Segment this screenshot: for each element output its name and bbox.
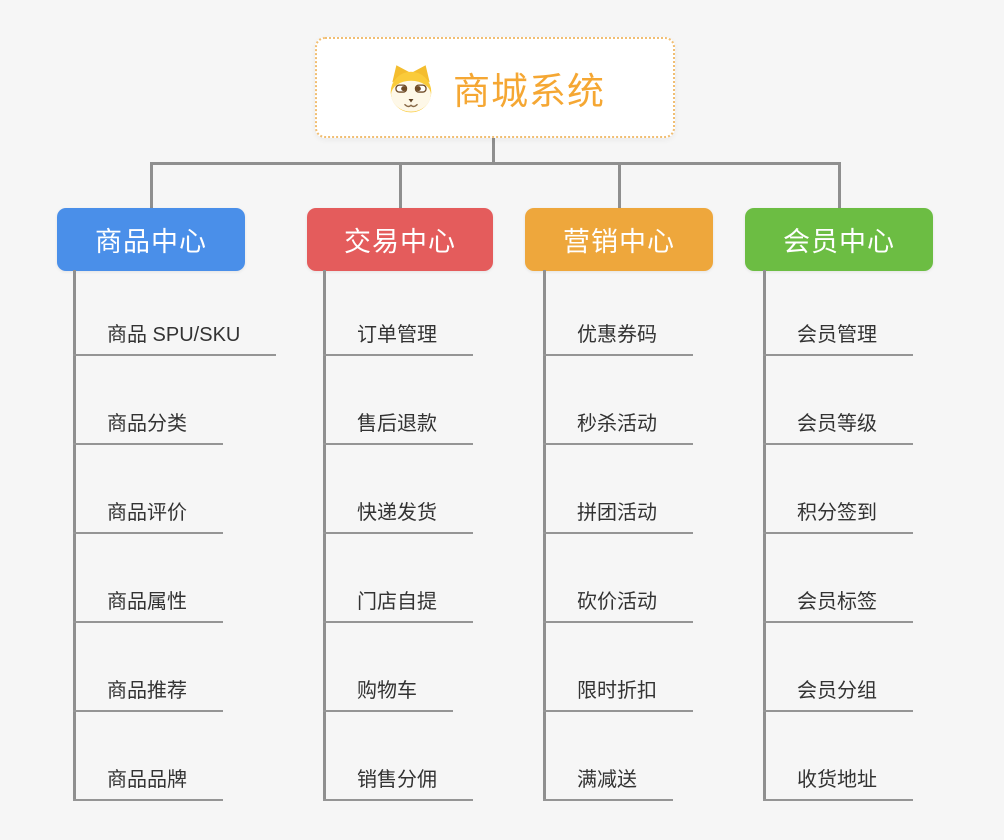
connector-branch-stub: [837, 162, 841, 210]
shiba-dog-icon: [385, 62, 437, 114]
branch-label: 交易中心: [344, 227, 456, 257]
connector-branch-stub: [398, 162, 402, 210]
branch-node[interactable]: 会员中心: [745, 208, 933, 271]
leaf-node[interactable]: 会员等级: [763, 411, 913, 445]
connector-root-stub: [492, 137, 495, 164]
leaf-node[interactable]: 销售分佣: [323, 767, 473, 801]
leaf-node[interactable]: 购物车: [323, 678, 453, 712]
branch-node[interactable]: 交易中心: [307, 208, 493, 271]
connector-branch-stub: [149, 162, 153, 210]
leaf-node[interactable]: 商品属性: [73, 589, 223, 623]
connector-column-line: [323, 270, 326, 801]
leaf-node[interactable]: 门店自提: [323, 589, 473, 623]
leaf-node[interactable]: 会员管理: [763, 322, 913, 356]
leaf-node[interactable]: 商品分类: [73, 411, 223, 445]
connector-column-line: [543, 270, 546, 801]
root-node[interactable]: 商城系统: [315, 37, 675, 138]
leaf-node[interactable]: 收货地址: [763, 767, 913, 801]
leaf-node[interactable]: 砍价活动: [543, 589, 693, 623]
branch-label: 营销中心: [563, 227, 675, 257]
leaf-node[interactable]: 会员标签: [763, 589, 913, 623]
branch-node[interactable]: 商品中心: [57, 208, 245, 271]
connector-bus-line: [150, 162, 840, 165]
root-title: 商城系统: [453, 70, 605, 112]
leaf-node[interactable]: 商品推荐: [73, 678, 223, 712]
branch-label: 会员中心: [783, 227, 895, 257]
leaf-node[interactable]: 积分签到: [763, 500, 913, 534]
connector-branch-stub: [617, 162, 621, 210]
leaf-node[interactable]: 优惠券码: [543, 322, 693, 356]
leaf-node[interactable]: 限时折扣: [543, 678, 693, 712]
leaf-node[interactable]: 满减送: [543, 767, 673, 801]
connector-column-line: [763, 270, 766, 801]
leaf-node[interactable]: 商品品牌: [73, 767, 223, 801]
leaf-node[interactable]: 商品 SPU/SKU: [73, 322, 277, 356]
leaf-node[interactable]: 商品评价: [73, 500, 223, 534]
leaf-node[interactable]: 订单管理: [323, 322, 473, 356]
leaf-node[interactable]: 拼团活动: [543, 500, 693, 534]
leaf-node[interactable]: 售后退款: [323, 411, 473, 445]
leaf-node[interactable]: 秒杀活动: [543, 411, 693, 445]
connector-column-line: [73, 270, 76, 801]
branch-label: 商品中心: [95, 227, 207, 257]
leaf-node[interactable]: 会员分组: [763, 678, 913, 712]
leaf-node[interactable]: 快递发货: [323, 500, 473, 534]
branch-node[interactable]: 营销中心: [525, 208, 713, 271]
